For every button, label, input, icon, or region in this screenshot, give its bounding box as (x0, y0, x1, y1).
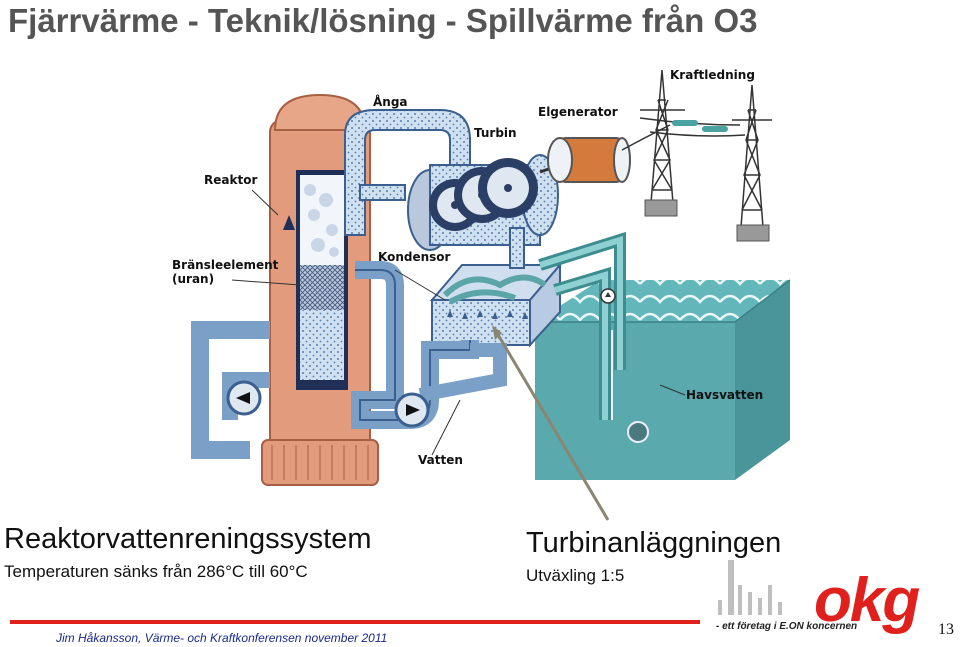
water-return-pipes (191, 261, 507, 459)
okg-logo: okg (814, 566, 920, 635)
electric-generator (539, 137, 631, 183)
label-kondensor: Kondensor (378, 250, 451, 264)
footer-divider (10, 620, 700, 624)
label-bransleelement: Bränsleelement (172, 258, 279, 272)
label-kraftledning: Kraftledning (670, 68, 755, 82)
sea-block (535, 279, 791, 480)
label-reaktor: Reaktor (204, 173, 258, 187)
label-elgenerator: Elgenerator (538, 105, 618, 119)
page-number: 13 (938, 621, 954, 638)
slide-title: Fjärrvärme - Teknik/lösning - Spillvärme… (8, 2, 758, 39)
condenser (429, 262, 563, 348)
label-uran: (uran) (172, 272, 215, 286)
pointer-line-turbine (495, 332, 610, 521)
label-havsvatten: Havsvatten (686, 388, 764, 402)
left-heading: Reaktorvattenreningssystem (4, 523, 372, 555)
turbine (407, 154, 559, 251)
label-anga: Ånga (373, 95, 408, 109)
callout-lines (231, 189, 686, 456)
left-subtext: Temperaturen sänks från 286°C till 60°C (4, 562, 308, 581)
logo-decoration (718, 560, 782, 615)
right-subtext: Utväxling 1:5 (526, 566, 625, 585)
footer-text: Jim Håkansson, Värme- och Kraftkonferens… (56, 631, 388, 645)
power-pylons (621, 69, 772, 241)
right-heading: Turbinanläggningen (526, 527, 782, 559)
logo-tagline: - ett företag i E.ON koncernen (716, 621, 858, 632)
label-turbin: Turbin (474, 126, 517, 140)
label-vatten: Vatten (418, 453, 463, 467)
